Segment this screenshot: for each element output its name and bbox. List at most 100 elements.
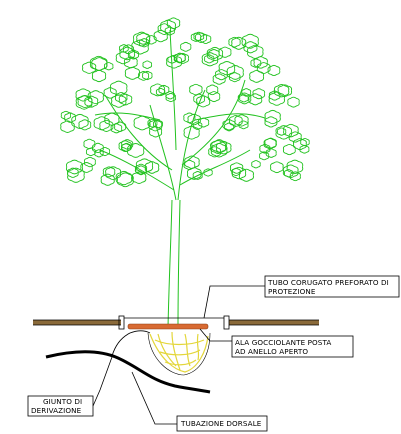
foliage-cluster (133, 115, 151, 131)
foliage-cluster (84, 95, 99, 108)
foliage-cluster (252, 88, 266, 100)
foliage-cluster (100, 173, 115, 186)
foliage-cluster (115, 51, 131, 65)
foliage-cluster (131, 39, 149, 55)
foliage-cluster (136, 32, 151, 45)
tree-trunk (167, 199, 181, 329)
foliage-cluster (268, 90, 281, 101)
foliage-cluster (277, 84, 293, 97)
foliage-cluster (60, 120, 75, 133)
foliage-cluster (64, 112, 77, 123)
foliage-cluster (231, 166, 247, 180)
foliage-cluster (273, 84, 290, 98)
foliage-cluster (270, 161, 284, 174)
label-giunto-line2: DERIVAZIONE (31, 406, 82, 415)
label-tubo-line2: PROTEZIONE (268, 287, 316, 296)
foliage-cluster (238, 120, 249, 130)
foliage-cluster (118, 93, 133, 106)
foliage-cluster (192, 171, 203, 180)
foliage-cluster (256, 62, 271, 74)
protective-tube-section (118, 315, 230, 330)
foliage-cluster (111, 94, 127, 108)
foliage-cluster (187, 113, 201, 126)
foliage-cluster (228, 36, 241, 48)
foliage-cluster (288, 131, 302, 143)
foliage-cluster (264, 116, 278, 128)
root-zone-outline (147, 332, 211, 376)
foliage-cluster (251, 160, 261, 169)
foliage-cluster (239, 94, 249, 103)
foliage-cluster (75, 88, 91, 102)
foliage-cluster (87, 90, 104, 105)
dorsal-pipe (45, 350, 211, 394)
foliage-cluster (93, 116, 110, 131)
foliage-cluster (234, 114, 249, 127)
foliage-cluster (253, 56, 268, 69)
foliage-cluster (114, 92, 128, 103)
foliage-cluster (276, 127, 287, 136)
foliage-cluster (267, 64, 281, 76)
foliage-cluster (194, 32, 208, 43)
foliage-cluster (103, 87, 117, 99)
foliage-cluster (99, 147, 111, 157)
foliage-cluster (265, 148, 277, 158)
foliage-cluster (264, 109, 281, 125)
foliage-cluster (208, 146, 222, 158)
foliage-cluster (206, 84, 219, 96)
foliage-cluster (228, 72, 241, 83)
callout-drip-line: ALA GOCCIOLANTE POSTA AD ANELLO APERTO (199, 328, 354, 358)
label-tubazione: TUBAZIONE DORSALE (180, 419, 262, 428)
foliage-cluster (208, 49, 220, 59)
foliage-cluster (268, 91, 286, 106)
foliage-cluster (282, 144, 296, 156)
foliage-cluster (82, 61, 97, 74)
label-giunto-line1: GIUNTO DI (43, 397, 82, 406)
foliage-cluster (121, 142, 132, 152)
foliage-cluster (224, 122, 235, 132)
foliage-cluster (173, 52, 186, 64)
foliage-cluster (67, 167, 85, 183)
foliage-cluster (226, 65, 244, 80)
foliage-cluster (264, 137, 277, 149)
foliage-cluster (142, 60, 153, 69)
tree-roots (149, 331, 209, 373)
foliage-cluster (91, 57, 108, 71)
foliage-cluster (210, 143, 228, 158)
foliage-cluster (103, 62, 114, 71)
foliage-cluster (287, 96, 300, 108)
foliage-cluster (121, 139, 134, 150)
foliage-cluster (142, 70, 153, 81)
foliage-cluster (135, 158, 154, 174)
foliage-cluster (180, 41, 192, 52)
foliage-cluster (275, 125, 293, 140)
foliage-cluster (183, 125, 200, 140)
foliage-cluster (123, 56, 138, 69)
foliage-cluster (167, 55, 177, 64)
foliage-cluster (145, 35, 157, 45)
derivation-branch-pipe (111, 330, 151, 357)
foliage-cluster (122, 44, 134, 55)
foliage-cluster (110, 123, 123, 134)
foliage-cluster (166, 17, 181, 30)
foliage-cluster (105, 166, 122, 180)
foliage-cluster (149, 126, 163, 138)
foliage-cluster (250, 58, 262, 68)
foliage-cluster (91, 69, 107, 83)
soil-surface (33, 319, 319, 326)
label-ala-line2: AD ANELLO APERTO (235, 347, 308, 356)
callout-dorsal-pipe: TUBAZIONE DORSALE (131, 371, 268, 432)
foliage-cluster (241, 88, 252, 97)
foliage-cluster (124, 66, 140, 80)
foliage-cluster (201, 52, 219, 67)
tree-branches (94, 29, 266, 201)
foliage-cluster (83, 138, 96, 150)
foliage-cluster (214, 69, 228, 81)
callout-protective-tube: TUBO CORUGATO PREFORATO DI PROTEZIONE (203, 275, 400, 319)
foliage-cluster (155, 87, 166, 97)
foliage-cluster (204, 54, 215, 64)
foliage-cluster (289, 171, 301, 182)
foliage-cluster (186, 167, 202, 180)
foliage-cluster (166, 54, 183, 69)
label-tubo-line1: TUBO CORUGATO PREFORATO DI (267, 278, 389, 287)
